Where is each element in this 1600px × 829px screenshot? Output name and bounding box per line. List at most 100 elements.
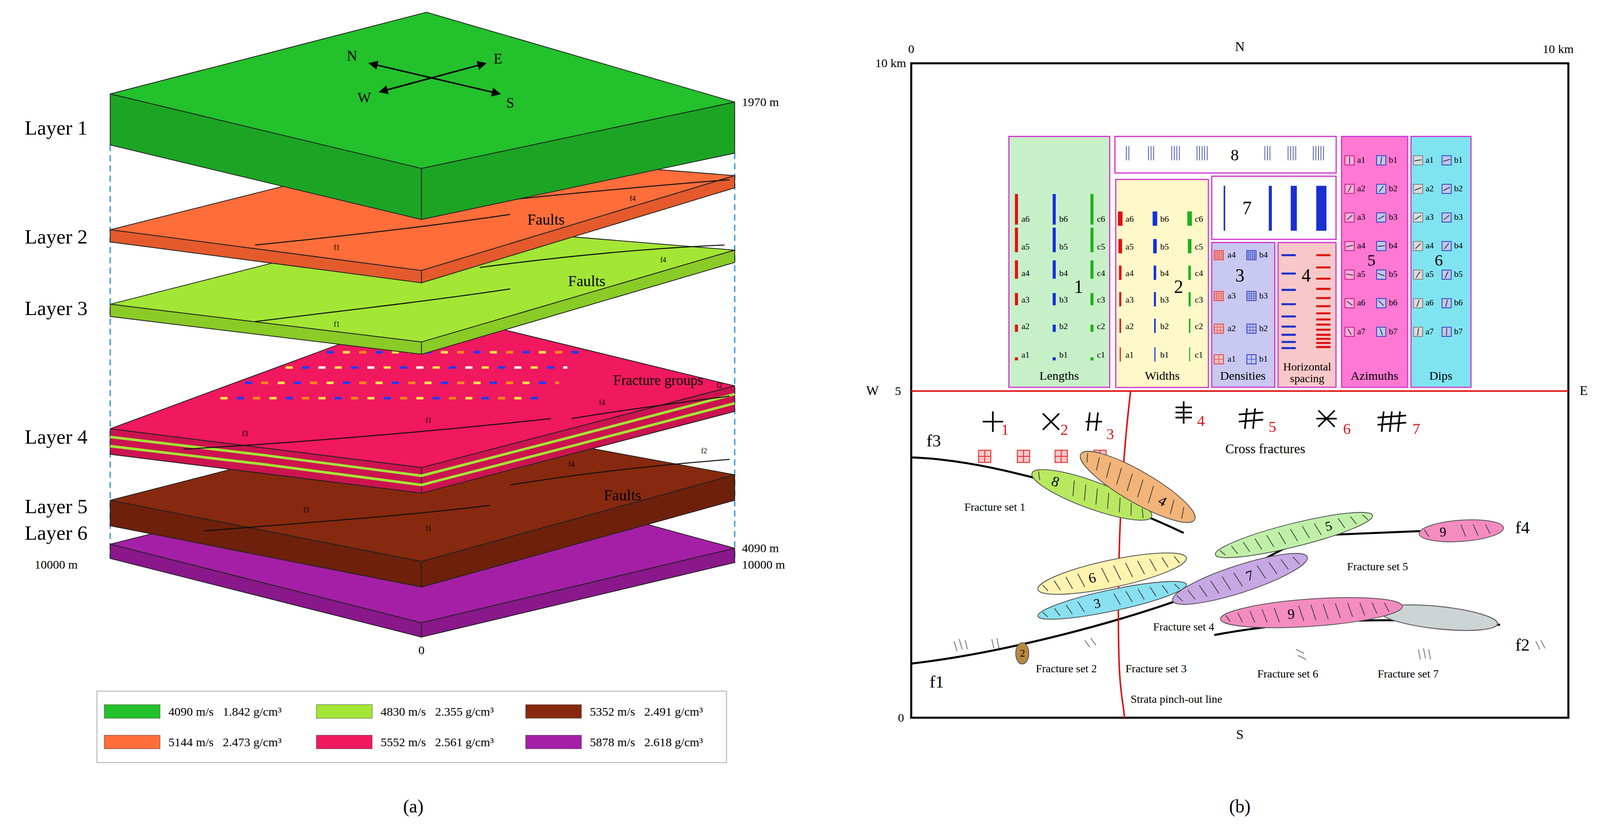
spacing-tick <box>1179 145 1180 161</box>
grid-line <box>1246 326 1257 327</box>
map-label: 4090 m <box>741 541 779 554</box>
parameter-label: b3 <box>1059 295 1069 305</box>
legend-text: 4090 m/s 1.842 g/cm³ <box>168 704 282 718</box>
fracture-tick <box>1162 556 1169 569</box>
fracture-tick <box>1125 561 1133 578</box>
fracture-tick <box>1113 564 1121 581</box>
fracture-tick <box>1313 522 1322 536</box>
width-bar <box>1187 211 1192 226</box>
parameter-label: b6 <box>1388 298 1398 308</box>
spacing-tick <box>1201 145 1203 161</box>
fracture-tick <box>1174 582 1180 590</box>
map-label: 5 <box>895 384 902 397</box>
azimuth-line <box>1377 215 1384 220</box>
legend-swatch <box>525 704 582 719</box>
spacing-tick <box>1173 145 1175 161</box>
spacing-dash <box>1316 328 1331 331</box>
parameter-label: a2 <box>1425 184 1434 194</box>
fracture-tick <box>1225 614 1231 622</box>
spacing-dash <box>1281 340 1296 343</box>
grid-line <box>1253 291 1255 301</box>
width-bar <box>1189 318 1191 334</box>
spacing-dash <box>1281 302 1296 305</box>
fracture-tick <box>1150 585 1157 597</box>
parameter-box: 1Lengths <box>1008 135 1111 388</box>
map-label: 0 <box>418 643 425 656</box>
parameter-label: b1 <box>1059 350 1069 360</box>
grid-line <box>1214 295 1224 297</box>
dip-square <box>1413 241 1423 251</box>
map-label: f2 <box>716 382 723 390</box>
grid-line <box>1246 298 1257 299</box>
box-graphic <box>1008 135 1111 388</box>
grid-line <box>1214 329 1224 331</box>
azimuth-square <box>1344 269 1355 280</box>
box-outline <box>1115 179 1209 388</box>
fracture-tick <box>1384 602 1390 612</box>
azimuth-square <box>1344 155 1355 165</box>
parameter-label: a6 <box>1021 214 1030 224</box>
fracture-zone: 9 <box>1218 591 1404 634</box>
parameter-label: b5 <box>1388 270 1398 280</box>
density-square <box>1246 323 1257 334</box>
dip-line <box>1443 187 1450 191</box>
azimuth-line <box>1346 245 1353 248</box>
fracture-tick <box>1054 579 1061 591</box>
width-bar <box>1153 265 1157 280</box>
density-square <box>1246 250 1257 260</box>
aperture-bar <box>1223 185 1226 231</box>
fracture-tick <box>1113 467 1126 485</box>
grid-line <box>1246 257 1257 258</box>
map-label: f4 <box>629 195 636 203</box>
fracture-tick <box>1078 600 1085 613</box>
parameter-label: b1 <box>1454 155 1464 165</box>
parameter-label: a3 <box>1425 212 1434 222</box>
fracture-tick <box>1302 524 1310 539</box>
fracture-tick <box>1103 492 1113 509</box>
parameter-label: c5 <box>1195 242 1204 252</box>
fracture-zone: 2 <box>1015 641 1030 665</box>
zone-outline <box>1418 516 1504 544</box>
width-bar <box>1189 347 1191 362</box>
map-label: Fracture set 6 <box>1257 668 1319 680</box>
grid-line <box>1252 250 1253 260</box>
width-bar <box>1119 318 1122 334</box>
parameter-label: a3 <box>1227 291 1236 301</box>
azimuth-square <box>1344 212 1355 223</box>
width-bar <box>1117 211 1123 226</box>
fracture-tick <box>1278 530 1286 545</box>
fracture-tick <box>1137 559 1145 575</box>
grid-line <box>1217 250 1218 260</box>
spacing-tick <box>1320 145 1322 161</box>
fracture-tick <box>1280 557 1289 571</box>
parameter-label: b1 <box>1388 155 1398 165</box>
fracture-tick <box>1176 594 1183 603</box>
map-label: 1 <box>1001 421 1010 438</box>
parameter-label: a5 <box>1125 242 1134 252</box>
parameter-label: a5 <box>1021 242 1030 252</box>
legend-text: 4830 m/s 2.355 g/cm³ <box>380 704 494 718</box>
parameter-box: 4Horizontal spacing <box>1277 241 1337 388</box>
spacing-dash <box>1281 272 1296 275</box>
fracture-tick <box>1424 529 1429 538</box>
spacing-tick <box>1125 145 1127 161</box>
width-bar <box>1154 318 1157 334</box>
spacing-tick <box>1323 145 1325 161</box>
fracture-tick <box>1298 604 1304 621</box>
fracture-doodles <box>954 637 1545 660</box>
grid-line <box>1220 291 1222 301</box>
map-label: Fracture set 3 <box>1125 662 1187 675</box>
box-title: Densities <box>1219 369 1266 382</box>
fracture-tick <box>1338 516 1345 529</box>
fracture-tick <box>1460 524 1466 537</box>
fracture-tick <box>1219 549 1226 556</box>
fracture-tick <box>1138 587 1145 600</box>
map-label: W <box>357 90 372 106</box>
legend-text: 5552 m/s 2.561 g/cm³ <box>380 735 494 748</box>
map-label: f3 <box>303 506 310 514</box>
box-title: Widths <box>1144 369 1180 382</box>
parameter-label: a7 <box>1425 327 1434 337</box>
azimuth-line <box>1378 300 1384 306</box>
fracture-tick <box>1347 602 1353 617</box>
